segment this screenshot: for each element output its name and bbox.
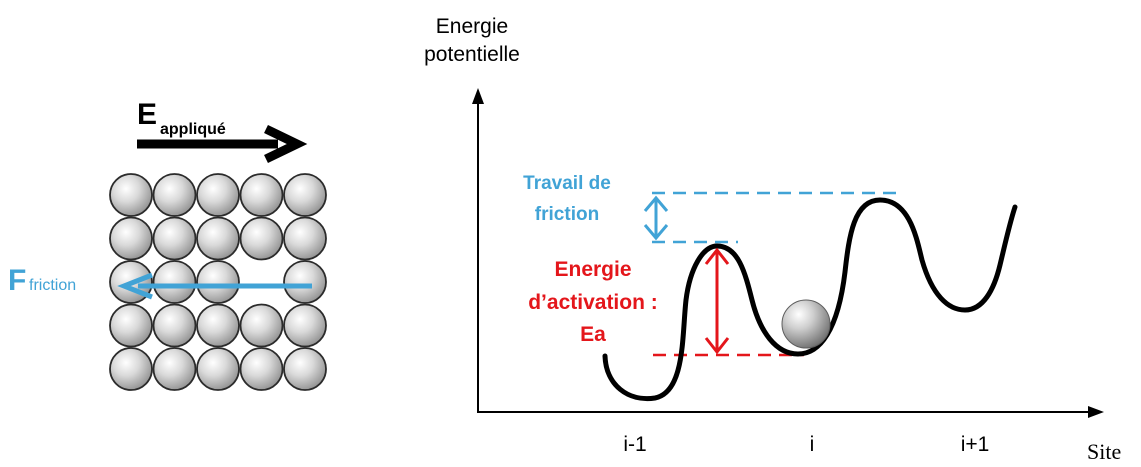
friction-work-label-line1: Travail de bbox=[523, 173, 611, 194]
potential-energy-curve bbox=[602, 197, 1018, 402]
lattice-atom bbox=[109, 303, 153, 348]
site-label-i: i bbox=[810, 433, 815, 456]
lattice-atom bbox=[109, 216, 153, 261]
site-label-i-plus-1: i+1 bbox=[961, 433, 990, 456]
diffusing-atom-ball bbox=[781, 299, 831, 349]
lattice-atom bbox=[152, 173, 197, 217]
applied-field-symbol: E bbox=[137, 98, 157, 131]
lattice-atom bbox=[283, 260, 327, 304]
site-label-i-minus-1: i-1 bbox=[623, 433, 646, 456]
lattice-atom bbox=[196, 173, 240, 217]
activation-energy-label-line3: Ea bbox=[580, 323, 606, 346]
friction-work-label: Travail de friction bbox=[523, 173, 611, 225]
lattice-atom bbox=[283, 347, 327, 391]
friction-force-symbol: F bbox=[8, 264, 26, 297]
lattice-atom bbox=[152, 216, 197, 261]
lattice-atom bbox=[239, 173, 284, 217]
lattice-atom bbox=[283, 303, 327, 348]
activation-energy-label-line1: Energie bbox=[554, 258, 631, 281]
friction-force-label: F friction bbox=[8, 264, 76, 297]
lattice-atom bbox=[152, 260, 197, 304]
lattice-atom bbox=[283, 216, 327, 261]
lattice-atom bbox=[283, 173, 327, 217]
activation-energy-label: Energie d’activation : Ea bbox=[528, 258, 658, 346]
lattice-atom bbox=[239, 216, 284, 261]
lattice-atom bbox=[196, 303, 240, 348]
friction-work-label-line2: friction bbox=[535, 204, 599, 225]
y-axis bbox=[472, 88, 484, 412]
lattice-atom bbox=[109, 173, 153, 217]
lattice-atom bbox=[109, 347, 153, 391]
x-axis bbox=[477, 406, 1104, 418]
applied-field-label: E appliqué bbox=[137, 98, 226, 138]
friction-force-subscript: friction bbox=[29, 277, 76, 294]
y-axis-label-line1: Energie bbox=[436, 15, 508, 38]
y-axis-label: Energie potentielle bbox=[424, 15, 520, 66]
lattice-atom bbox=[196, 260, 240, 304]
applied-field-arrow bbox=[137, 124, 308, 164]
site-tick-labels: i-1 i i+1 bbox=[623, 433, 989, 456]
applied-field-subscript: appliqué bbox=[160, 121, 226, 138]
lattice-atom bbox=[239, 303, 284, 348]
lattice-atom bbox=[152, 347, 197, 391]
friction-work-arrow bbox=[643, 195, 669, 241]
activation-energy-label-line2: d’activation : bbox=[528, 291, 658, 314]
activation-energy-arrow bbox=[704, 247, 730, 355]
lattice-atom bbox=[196, 216, 240, 261]
reference-dashed-lines bbox=[652, 191, 903, 357]
x-axis-label: Site bbox=[1087, 439, 1121, 464]
atom-lattice bbox=[109, 173, 327, 391]
friction-force-arrow bbox=[117, 272, 312, 300]
lattice-atom bbox=[152, 303, 197, 348]
lattice-atom bbox=[196, 347, 240, 391]
y-axis-label-line2: potentielle bbox=[424, 43, 520, 66]
lattice-atom bbox=[239, 347, 284, 391]
